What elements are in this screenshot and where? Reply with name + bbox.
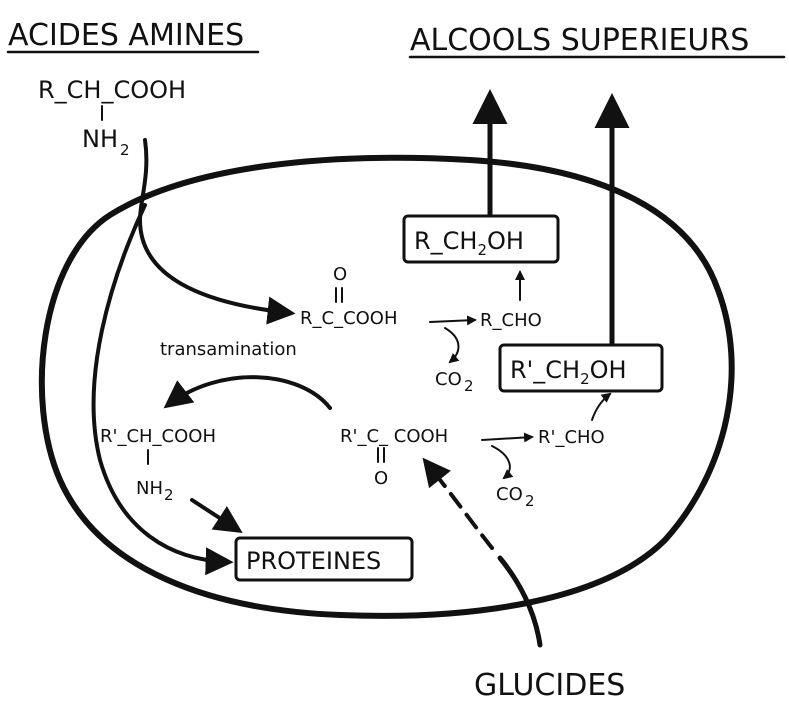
header-higher-alcohols: ALCOOLS SUPERIEURS <box>410 23 749 58</box>
amino-acid-to-proteins-arrow <box>91 203 234 576</box>
keto-acid-r-oxo: O <box>333 264 347 285</box>
amino-acid-amine-subscript: 2 <box>120 141 130 159</box>
amino-acid-rprime-formula: R'_CH_COOH <box>100 426 216 447</box>
header-sugars: GLUCIDES <box>474 668 625 703</box>
amino-acid-entry-arrow <box>138 138 296 325</box>
co2-lower-subscript: 2 <box>525 492 535 510</box>
keto-acid-rprime-to-aldehyde-arrow <box>481 432 534 443</box>
amino-acid-rprime-amine-subscript: 2 <box>164 486 174 504</box>
amino-acid-amine: NH <box>82 125 118 153</box>
alcohol-rprime-box <box>498 343 664 393</box>
alcohol-r-box <box>402 214 560 264</box>
co2-release-upper-arrow <box>444 327 460 364</box>
alcohol-r-formula: R_CH2OH <box>414 227 524 259</box>
keto-acid-rprime-oxo: O <box>374 468 388 489</box>
sugars-entry-arrow <box>497 555 543 648</box>
aldehyde-to-alcohol-rprime-arrow <box>591 392 612 421</box>
amino-acid-rprime-to-proteins-arrow <box>190 498 243 534</box>
proteins-label: PROTEINES <box>246 547 381 575</box>
sugars-dashed-arrow <box>422 457 494 550</box>
keto-acid-rprime-formula: R'_C_ COOH <box>340 426 448 447</box>
keto-acid-r-to-aldehyde-arrow <box>429 315 477 326</box>
co2-lower: CO <box>496 484 523 505</box>
transamination-label: transamination <box>160 339 297 360</box>
alcohol-rprime-formula: R'_CH2OH <box>510 356 627 388</box>
co2-upper: CO <box>435 369 462 390</box>
amino-acid-formula: R_CH_COOH <box>38 76 186 104</box>
proteins-box <box>234 536 414 582</box>
header-amino-acids: ACIDES AMINES <box>8 18 244 53</box>
co2-upper-subscript: 2 <box>464 377 474 395</box>
aldehyde-rprime-formula: R'_CHO <box>538 427 605 448</box>
transamination-arrow <box>163 375 332 410</box>
keto-acid-r-formula: R_C_COOH <box>300 308 398 329</box>
cell-outline <box>38 154 735 619</box>
co2-release-lower-arrow <box>491 445 514 480</box>
aldehyde-r-formula: R_CHO <box>480 310 542 331</box>
amino-acid-rprime-amine: NH <box>136 478 163 499</box>
